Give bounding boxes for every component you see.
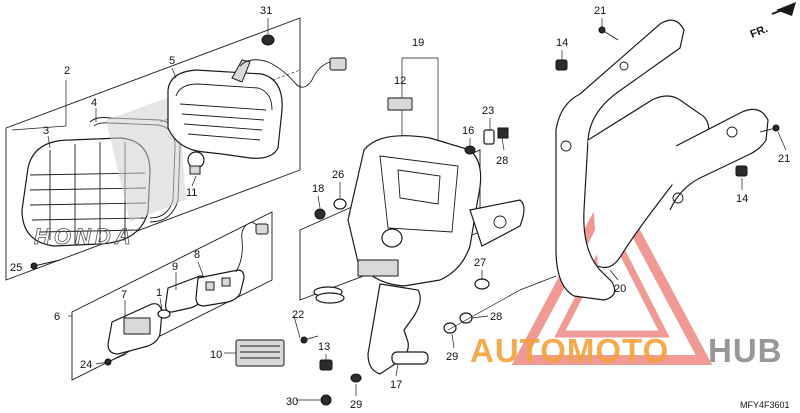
license-light-7	[107, 303, 163, 355]
callout-labels: 31 2 5 4 3 11 25 7 8 9 1 6 24 10 19 12 1…	[10, 5, 790, 411]
rear-fender	[347, 135, 525, 287]
nut-14b	[735, 165, 748, 177]
nut-13	[319, 359, 333, 371]
callout-18: 18	[312, 183, 324, 195]
callout-6: 6	[54, 311, 60, 323]
callout-30: 30	[286, 396, 298, 408]
callout-19: 19	[412, 37, 424, 49]
diagram-code: MFY4F3601	[740, 400, 790, 410]
callout-14b: 14	[736, 193, 748, 205]
callout-23: 23	[482, 105, 494, 117]
callout-9: 9	[172, 261, 178, 273]
lamp-connector	[329, 57, 347, 71]
washer-29b	[443, 322, 457, 334]
callout-12: 12	[394, 75, 406, 87]
callout-8: 8	[194, 249, 200, 261]
svg-text:HUB: HUB	[708, 332, 783, 369]
callout-4: 4	[91, 97, 97, 109]
callout-14a: 14	[556, 37, 568, 49]
callout-28: 28	[496, 155, 508, 167]
callout-17: 17	[390, 379, 402, 391]
washer-29a	[350, 373, 362, 383]
housing-texture	[106, 94, 186, 222]
bulb-11	[187, 151, 205, 175]
callout-21a: 21	[594, 5, 606, 17]
bulb-1	[157, 309, 171, 319]
fastener-16	[464, 145, 476, 155]
callout-16: 16	[462, 125, 474, 137]
brand-mark: HONDA	[34, 224, 135, 249]
grommet-27	[474, 278, 490, 290]
lamp-wire	[239, 59, 343, 88]
callout-28b: 28	[490, 311, 502, 323]
direction-label: FR.	[749, 23, 770, 41]
callout-10: 10	[210, 349, 222, 361]
callout-1: 1	[156, 287, 162, 299]
callout-31: 31	[260, 5, 272, 17]
callout-24: 24	[80, 359, 92, 371]
light-housing	[167, 59, 283, 159]
collar-26	[333, 198, 347, 210]
callout-26: 26	[332, 169, 344, 181]
screw-25	[33, 259, 61, 267]
callout-25: 25	[10, 262, 22, 274]
bolt-18	[314, 208, 326, 220]
fastener-23	[483, 129, 495, 145]
callout-22: 22	[292, 309, 304, 321]
nut-28	[497, 127, 509, 139]
callout-5: 5	[169, 55, 175, 67]
group-outline-6	[71, 211, 273, 381]
callout-20: 20	[614, 283, 626, 295]
reflector-10	[235, 339, 285, 367]
nut-14a	[555, 59, 568, 71]
bolt-22	[300, 335, 319, 344]
front-direction-arrow	[771, 2, 796, 16]
grommet-31	[261, 34, 275, 46]
group-outline-2	[5, 17, 301, 281]
license-wire	[235, 221, 263, 273]
callout-21b: 21	[778, 153, 790, 165]
grab-rail	[555, 19, 769, 301]
bolt-21a	[598, 26, 619, 41]
callout-29b: 29	[446, 351, 458, 363]
callout-13: 13	[318, 341, 330, 353]
callout-7: 7	[121, 289, 127, 301]
callout-3: 3	[43, 125, 49, 137]
callout-29: 29	[350, 399, 362, 411]
badge-12	[387, 97, 413, 111]
leader-lines	[47, 18, 787, 401]
bolt-21b	[759, 124, 780, 133]
callout-27: 27	[474, 257, 486, 269]
watermark-text: AUTOMOTO HUB	[470, 332, 783, 369]
svg-text:AUTOMOTO: AUTOMOTO	[470, 332, 669, 369]
socket-8	[195, 269, 245, 307]
callout-2: 2	[64, 65, 70, 77]
callout-11: 11	[186, 187, 197, 199]
license-bracket	[313, 283, 429, 375]
bolt-30	[320, 394, 332, 406]
